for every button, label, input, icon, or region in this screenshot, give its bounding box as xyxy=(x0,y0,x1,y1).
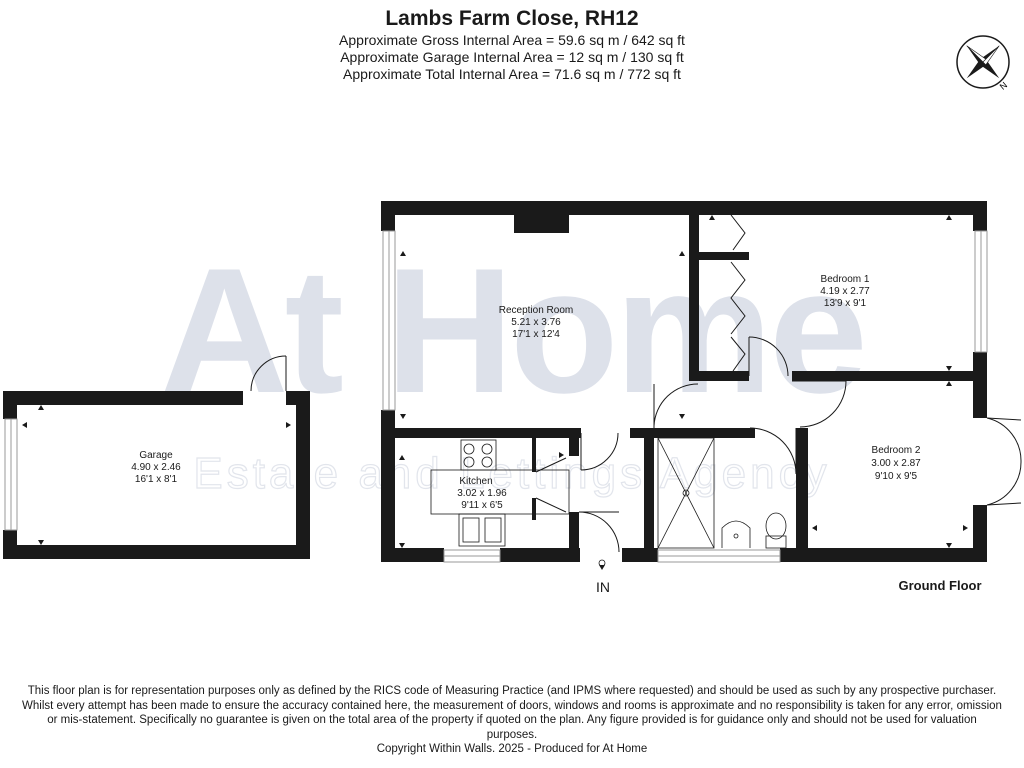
garage-window xyxy=(4,418,18,531)
bedroom2-metric: 3.00 x 2.87 xyxy=(871,458,921,469)
garage-walls xyxy=(3,391,310,559)
floor-label: Ground Floor xyxy=(898,578,981,593)
bedroom2-imperial: 9'10 x 9'5 xyxy=(875,471,918,482)
garage-metric: 4.90 x 2.46 xyxy=(131,462,181,473)
disclaimer-footer: This floor plan is for representation pu… xyxy=(22,684,1002,757)
kitchen-imperial: 9'11 x 6'5 xyxy=(461,500,503,511)
entrance-label: IN xyxy=(596,579,610,595)
house-walls xyxy=(381,201,987,562)
garage-area-line: Approximate Garage Internal Area = 12 sq… xyxy=(340,49,684,65)
kitchen-metric: 3.02 x 1.96 xyxy=(457,488,507,499)
watermark-brand: At Home xyxy=(160,231,864,430)
watermark-tagline: Estate and Lettings Agency xyxy=(193,449,830,498)
room-labels: Reception Room 5.21 x 3.76 17'1 x 12'4 B… xyxy=(131,274,921,511)
bedroom2-name: Bedroom 2 xyxy=(872,445,921,456)
copyright-text: Copyright Within Walls. 2025 - Produced … xyxy=(376,743,648,755)
reception-name: Reception Room xyxy=(499,305,573,316)
compass-icon: N xyxy=(956,35,1010,91)
disclaimer-text: This floor plan is for representation pu… xyxy=(22,685,1002,741)
dimension-arrows xyxy=(22,215,968,548)
bedroom1-name: Bedroom 1 xyxy=(821,274,870,285)
plan-header: Lambs Farm Close, RH12 Approximate Gross… xyxy=(0,6,1024,83)
watermark: At Home Estate and Lettings Agency xyxy=(160,231,868,499)
garage-imperial: 16'1 x 8'1 xyxy=(135,474,178,485)
gross-area-line: Approximate Gross Internal Area = 59.6 s… xyxy=(339,32,685,48)
kitchen-name: Kitchen xyxy=(459,476,492,487)
property-title: Lambs Farm Close, RH12 xyxy=(385,7,639,30)
house-doors xyxy=(535,214,1022,553)
bedroom1-imperial: 13'9 x 9'1 xyxy=(824,298,867,309)
kitchen-fittings xyxy=(430,439,570,547)
bathroom-fittings xyxy=(657,437,787,549)
bedroom1-metric: 4.19 x 2.77 xyxy=(820,286,870,297)
house-windows xyxy=(382,230,988,563)
reception-imperial: 17'1 x 12'4 xyxy=(512,329,560,340)
entrance-marker: IN xyxy=(596,559,610,595)
reception-metric: 5.21 x 3.76 xyxy=(511,317,561,328)
garage-door xyxy=(250,355,287,392)
total-area-line: Approximate Total Internal Area = 71.6 s… xyxy=(343,66,681,82)
garage-name: Garage xyxy=(139,450,173,461)
compass-north-label: N xyxy=(998,80,1009,91)
